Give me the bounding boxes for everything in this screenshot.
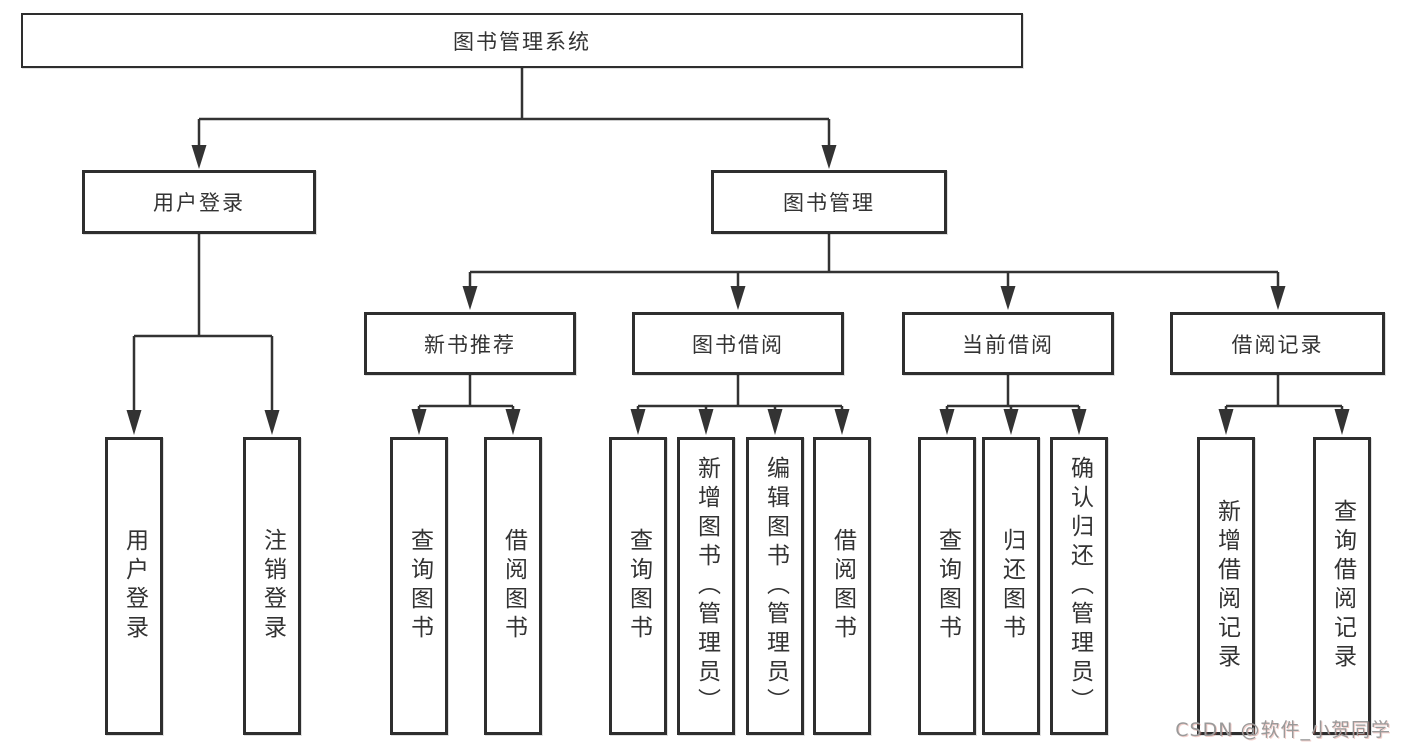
node-label: 确认归还（管理员） xyxy=(1066,455,1093,717)
node-label: 借阅记录 xyxy=(1231,332,1324,357)
leaf-add-borrow-record: 新增借阅记录 xyxy=(1197,437,1255,735)
arrowhead xyxy=(630,409,646,435)
arrowhead xyxy=(939,409,955,435)
arrowhead xyxy=(834,409,850,435)
leaf-user-login: 用户登录 xyxy=(105,437,163,735)
node-current-borrow: 当前借阅 xyxy=(902,312,1114,375)
node-label: 查询图书 xyxy=(625,528,652,644)
arrowhead xyxy=(462,286,478,310)
leaf-query-books-recommend: 查询图书 xyxy=(390,437,448,735)
arrowhead xyxy=(411,409,427,435)
leaf-return-books: 归还图书 xyxy=(982,437,1040,735)
csdn-watermark: CSDN @软件_小贺同学 xyxy=(1175,719,1391,741)
arrowhead xyxy=(1003,409,1019,435)
connector-book-management-children xyxy=(462,234,1286,310)
arrowhead xyxy=(1334,409,1350,435)
leaf-query-books-borrow: 查询图书 xyxy=(609,437,667,735)
node-label: 归还图书 xyxy=(998,528,1025,644)
leaf-borrow-books: 借阅图书 xyxy=(813,437,871,735)
leaf-query-books-current: 查询图书 xyxy=(918,437,976,735)
leaf-query-borrow-record: 查询借阅记录 xyxy=(1313,437,1371,735)
leaf-borrow-books-recommend: 借阅图书 xyxy=(484,437,542,735)
arrowhead xyxy=(730,286,746,310)
node-label: 注销登录 xyxy=(259,528,286,644)
arrowhead xyxy=(1000,286,1016,310)
node-book-borrow: 图书借阅 xyxy=(632,312,844,375)
node-label: 借阅图书 xyxy=(829,528,856,644)
node-label: 图书管理 xyxy=(783,191,875,215)
node-label: 编辑图书（管理员） xyxy=(762,455,789,717)
node-user-login: 用户登录 xyxy=(82,170,316,234)
connector-user-login-children xyxy=(126,234,280,435)
arrowhead xyxy=(698,409,714,435)
arrowhead xyxy=(191,145,207,169)
leaf-add-books-admin: 新增图书（管理员） xyxy=(677,437,735,735)
leaf-logout: 注销登录 xyxy=(243,437,301,735)
node-new-book-recommend: 新书推荐 xyxy=(364,312,576,375)
node-borrow-records: 借阅记录 xyxy=(1170,312,1385,375)
arrowhead xyxy=(767,409,783,435)
arrowhead xyxy=(1218,409,1234,435)
leaf-confirm-return-admin: 确认归还（管理员） xyxy=(1050,437,1108,735)
leaf-edit-books-admin: 编辑图书（管理员） xyxy=(746,437,804,735)
node-label: 查询图书 xyxy=(934,528,961,644)
connector-root-to-level1 xyxy=(191,68,837,169)
node-label: 新增借阅记录 xyxy=(1213,499,1240,673)
node-label: 借阅图书 xyxy=(500,528,527,644)
node-book-management: 图书管理 xyxy=(711,170,947,234)
node-root: 图书管理系统 xyxy=(21,13,1023,68)
arrowhead xyxy=(126,410,142,435)
node-label: 用户登录 xyxy=(153,191,245,215)
arrowhead xyxy=(1270,286,1286,310)
connector-current-borrow-children xyxy=(939,375,1087,435)
arrowhead xyxy=(505,409,521,435)
node-label: 当前借阅 xyxy=(962,332,1054,357)
node-label: 新增图书（管理员） xyxy=(693,455,720,717)
connector-new-book-recommend-children xyxy=(411,375,521,435)
node-label: 查询图书 xyxy=(406,528,433,644)
node-label: 用户登录 xyxy=(121,528,148,644)
arrowhead xyxy=(1071,409,1087,435)
node-label: 新书推荐 xyxy=(424,332,516,357)
arrowhead xyxy=(264,410,280,435)
node-label: 图书管理系统 xyxy=(453,29,591,54)
node-label: 图书借阅 xyxy=(692,332,784,357)
connector-book-borrow-children xyxy=(630,375,850,435)
arrowhead xyxy=(821,145,837,169)
node-label: 查询借阅记录 xyxy=(1329,499,1356,673)
connector-borrow-records-children xyxy=(1218,375,1350,435)
